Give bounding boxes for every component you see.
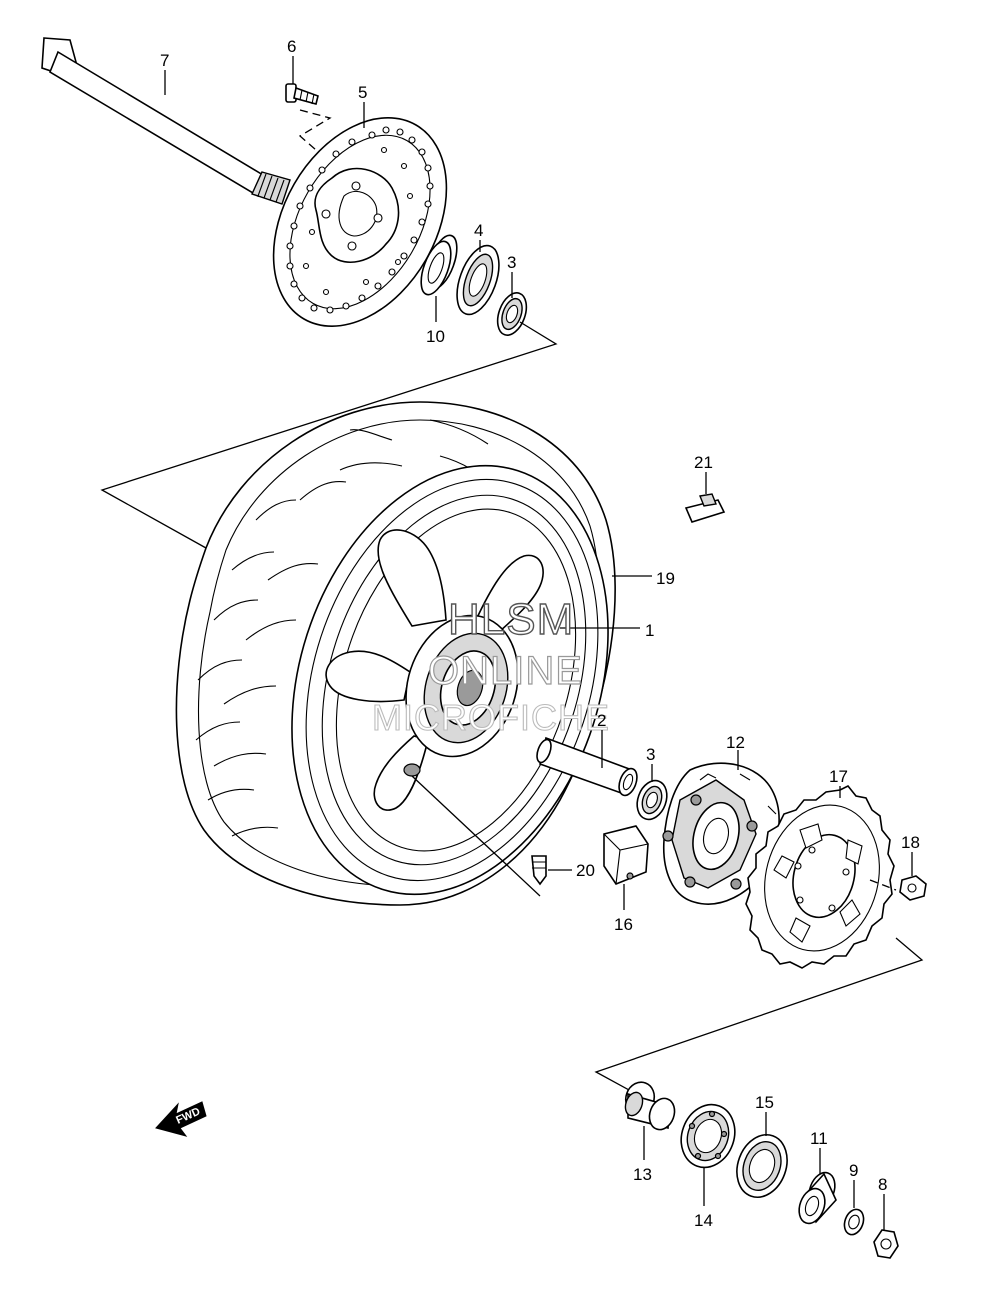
balancer[interactable]: [684, 472, 726, 523]
callout-8[interactable]: 8: [878, 1175, 887, 1194]
callout-9[interactable]: 9: [849, 1161, 858, 1180]
callout-11[interactable]: 11: [810, 1129, 828, 1148]
spacer-10[interactable]: [415, 232, 463, 322]
callout-1[interactable]: 1: [645, 621, 654, 640]
callout-18[interactable]: 18: [901, 833, 920, 852]
group-bracket-top: [100, 321, 558, 549]
valve[interactable]: [531, 855, 572, 886]
callout-5[interactable]: 5: [358, 83, 367, 102]
watermark-line3: MICROFICHE: [372, 697, 610, 738]
callout-19[interactable]: 19: [656, 569, 675, 588]
disc-holes: [286, 126, 434, 314]
cush-rubber[interactable]: [603, 825, 649, 910]
callout-labels: 7 6 5 4 3 10 21 19 1 2 3 12 17 18 20 16 …: [160, 37, 920, 1230]
callout-2[interactable]: 2: [597, 711, 606, 730]
callout-12[interactable]: 12: [726, 733, 745, 752]
watermark-line1: HLSM: [448, 595, 574, 644]
callout-3-top[interactable]: 3: [507, 253, 516, 272]
oil-seal-4[interactable]: [449, 240, 507, 320]
oil-seal-15[interactable]: [729, 1112, 796, 1204]
axle[interactable]: [41, 37, 291, 205]
callout-14[interactable]: 14: [694, 1211, 713, 1230]
sprocket-drum[interactable]: [662, 750, 780, 905]
bearing-14[interactable]: [673, 1097, 744, 1206]
callout-16[interactable]: 16: [614, 915, 633, 934]
callout-10[interactable]: 10: [426, 327, 445, 346]
watermark-line2: ONLINE: [428, 649, 583, 693]
group-bracket-bottom: [594, 937, 924, 1097]
fwd-arrow-icon: FWD: [155, 1101, 207, 1137]
bearing-3-top[interactable]: [492, 272, 531, 339]
tread-pattern: [195, 419, 499, 837]
callout-21[interactable]: 21: [694, 453, 713, 472]
callout-7[interactable]: 7: [160, 51, 169, 70]
callout-6[interactable]: 6: [287, 37, 296, 56]
brake-disc[interactable]: [238, 87, 482, 357]
washer[interactable]: [841, 1180, 867, 1237]
disc-bolt[interactable]: [285, 56, 332, 151]
callout-20[interactable]: 20: [576, 861, 595, 880]
bearing-3-bottom[interactable]: [632, 764, 672, 824]
callout-15[interactable]: 15: [755, 1093, 774, 1112]
spacer-2[interactable]: [534, 730, 640, 798]
spacer-11[interactable]: [795, 1148, 840, 1227]
watermark: HLSM ONLINE MICROFICHE: [371, 594, 610, 738]
sprocket[interactable]: [745, 784, 897, 969]
callout-4[interactable]: 4: [474, 221, 483, 240]
sprocket-nut[interactable]: [899, 852, 927, 901]
rear-wheel[interactable]: [175, 401, 660, 936]
axle-nut[interactable]: [873, 1194, 899, 1259]
callout-3-bottom[interactable]: 3: [646, 745, 655, 764]
spacer-13[interactable]: [621, 1078, 678, 1160]
callout-13[interactable]: 13: [633, 1165, 652, 1184]
callout-17[interactable]: 17: [829, 767, 848, 786]
